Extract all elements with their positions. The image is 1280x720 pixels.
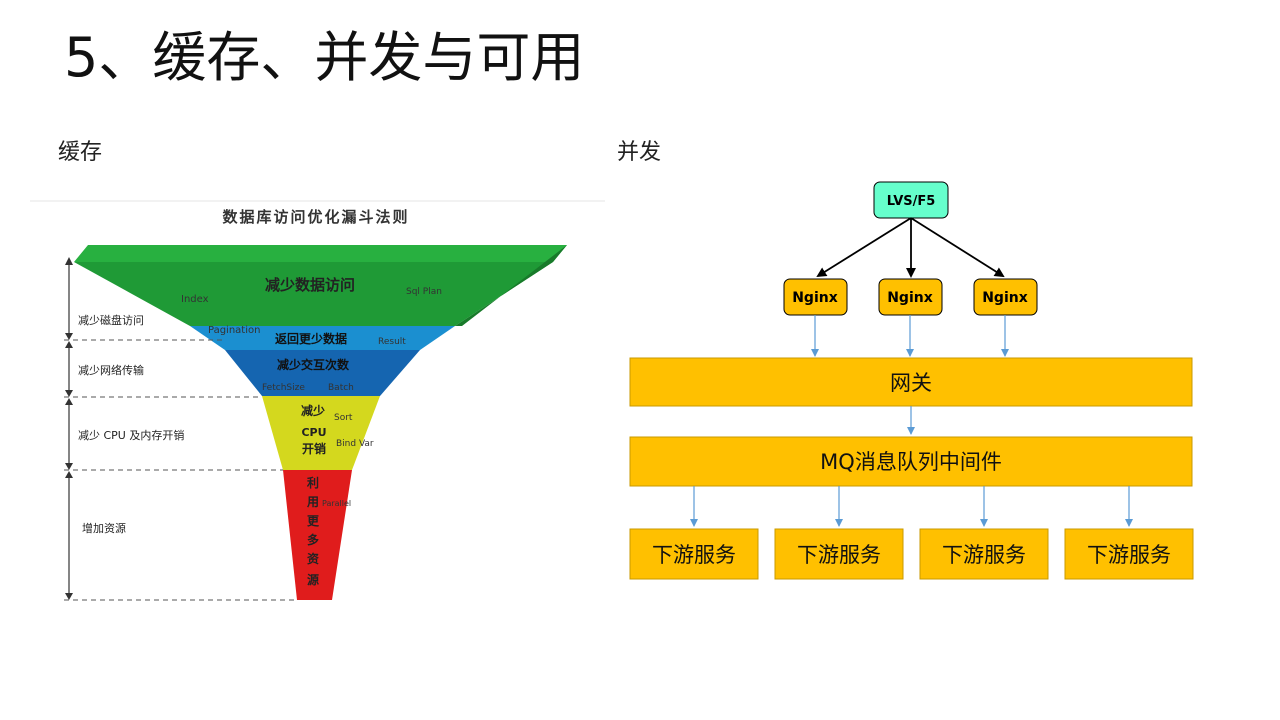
lb-arrow [910, 217, 1005, 278]
service-label: 下游服务 [942, 543, 1026, 567]
funnel-left-label: 减少网络传输 [78, 363, 144, 377]
nginx-label: Nginx [792, 290, 838, 306]
nginx-label: Nginx [887, 290, 933, 306]
funnel-layer-5-label-line: 源 [307, 572, 319, 587]
funnel-layer-2-label: 返回更少数据 [275, 331, 347, 346]
service-label: 下游服务 [1087, 543, 1171, 567]
service-box [629, 528, 759, 580]
funnel-layer-5-label-line: 用 [306, 495, 319, 509]
funnel-layer-4-label-line: 开销 [302, 441, 326, 456]
service-box [1064, 528, 1194, 580]
cache-heading: 缓存 [58, 140, 103, 165]
funnel-left-label: 减少 CPU 及内存开销 [78, 428, 184, 442]
funnel-tag: FetchSize [262, 383, 305, 393]
funnel-tag: Pagination [208, 325, 260, 336]
service-label: 下游服务 [652, 543, 736, 567]
funnel-layer-4-label-line: CPU [301, 426, 326, 439]
funnel-layer-5-label-line: 资 [307, 551, 319, 566]
gateway-label: 网关 [890, 371, 932, 395]
funnel-layer-4 [262, 396, 380, 470]
architecture-diagram: LVS/F5 Nginx Nginx Nginx 网关 MQ消息队列中间件 下游… [629, 181, 1194, 580]
lb-label: LVS/F5 [887, 194, 936, 209]
funnel-layer-5-label-line: 更 [307, 514, 320, 528]
slide-title: 5、缓存、并发与可用 [64, 26, 585, 89]
funnel-layer-1 [74, 262, 553, 326]
lb-arrow [816, 217, 912, 278]
funnel-layer-1-label: 减少数据访问 [265, 276, 355, 294]
funnel-tag: Batch [328, 383, 354, 393]
gateway-box [629, 357, 1193, 407]
funnel-layer-4-label-line: 减少 [301, 403, 325, 418]
funnel-tag: Sort [334, 413, 353, 423]
funnel-layer-3-label: 减少交互次数 [277, 357, 350, 372]
concurrency-heading: 并发 [617, 140, 662, 165]
funnel-layer-3 [225, 350, 420, 396]
service-box [919, 528, 1049, 580]
funnel-title: 数据库访问优化漏斗法则 [222, 208, 409, 226]
funnel-layer-5-label-line: 利 [307, 475, 319, 490]
funnel-scale-arrowheads [65, 257, 73, 600]
funnel-left-label: 增加资源 [82, 521, 126, 535]
service-box [774, 528, 904, 580]
nginx-label: Nginx [982, 290, 1028, 306]
funnel-layer-1-top [74, 245, 567, 262]
funnel-separators [64, 339, 297, 601]
funnel-left-label: 减少磁盘访问 [78, 313, 144, 327]
service-label: 下游服务 [797, 543, 881, 567]
funnel-tag: Parallel [322, 499, 351, 508]
funnel-tag: Result [378, 337, 406, 347]
funnel-diagram: 数据库访问优化漏斗法则 减少数据访问 返回更少数据 减少交互次数 减少 CPU … [30, 200, 605, 601]
mq-label: MQ消息队列中间件 [820, 450, 1002, 474]
funnel-tag: Sql Plan [406, 287, 442, 297]
funnel-layer-5 [283, 470, 352, 600]
funnel-layer-2 [190, 326, 455, 350]
funnel-tag: Index [181, 294, 209, 305]
funnel-tag: Bind Var [336, 439, 374, 449]
funnel-layer-5-label-line: 多 [307, 532, 319, 547]
mq-box [629, 436, 1193, 487]
